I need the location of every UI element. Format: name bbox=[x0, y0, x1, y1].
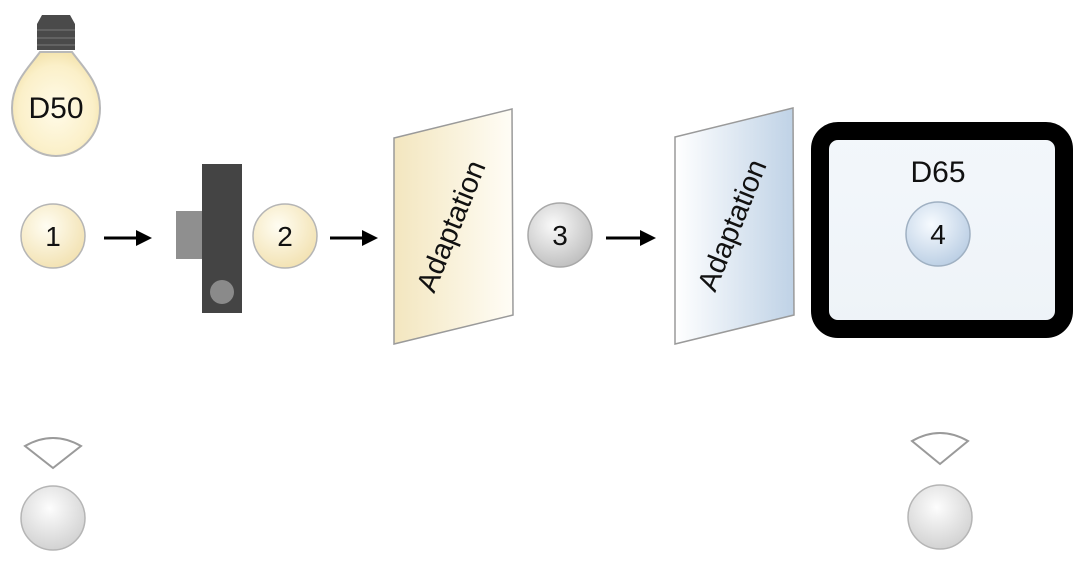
observer-right bbox=[907, 432, 973, 550]
arrow-right-icon bbox=[606, 230, 656, 246]
step-1-label: 1 bbox=[45, 221, 61, 252]
eye-icon bbox=[23, 437, 83, 470]
arrow-right-icon bbox=[104, 230, 152, 246]
step-4-node: 4 bbox=[905, 201, 971, 267]
step-3-label: 3 bbox=[552, 220, 568, 251]
light-bulb-icon: D50 bbox=[10, 15, 102, 158]
observer-head bbox=[20, 485, 86, 551]
step-3-node: 3 bbox=[527, 202, 593, 268]
step-2-label: 2 bbox=[277, 221, 293, 252]
monitor-illuminant-label: D65 bbox=[910, 156, 965, 189]
bulb-illuminant-label: D50 bbox=[28, 92, 83, 125]
observer-left bbox=[20, 437, 86, 551]
step-4-label: 4 bbox=[930, 219, 946, 250]
eye-icon bbox=[910, 432, 970, 466]
monitor-icon: D65 4 bbox=[811, 122, 1073, 338]
adaptation-panel-cool: Adaptation bbox=[674, 107, 795, 345]
observer-head bbox=[907, 484, 973, 550]
camera-icon bbox=[176, 164, 242, 313]
step-1-node: 1 bbox=[20, 203, 86, 269]
arrow-right-icon bbox=[330, 230, 378, 246]
step-2-node: 2 bbox=[252, 203, 318, 269]
adaptation-panel-warm: Adaptation bbox=[393, 108, 514, 345]
